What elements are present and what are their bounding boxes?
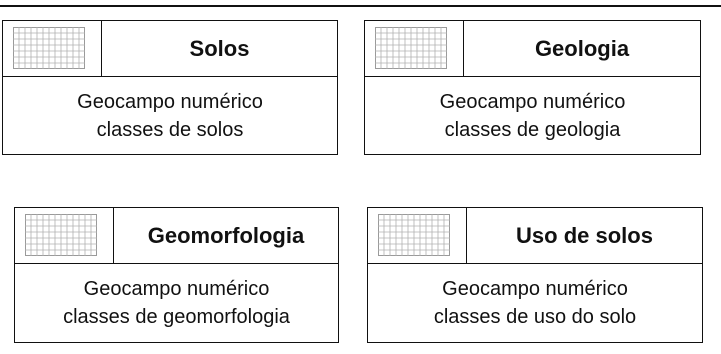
- card-header: Solos: [3, 21, 337, 77]
- card-header: Geomorfologia: [15, 208, 338, 264]
- grid-cell: [15, 208, 114, 263]
- card-description-line2: classes de geologia: [444, 118, 621, 141]
- card-header: Geologia: [365, 21, 700, 77]
- grid-cell: [365, 21, 464, 76]
- grid-icon: [25, 214, 97, 256]
- card-description-line2: classes de geomorfologia: [63, 306, 290, 328]
- grid-icon: [13, 27, 85, 69]
- card-description: Geocampo numérico classes de geologia: [365, 77, 700, 154]
- grid-cell: [3, 21, 102, 76]
- card-uso-de-solos: Uso de solos Geocampo numérico classes d…: [367, 207, 703, 343]
- card-description: Geocampo numérico classes de uso do solo: [368, 264, 702, 342]
- grid-icon: [378, 214, 450, 256]
- grid-cell: [368, 208, 467, 263]
- top-divider-line: [0, 5, 721, 7]
- card-title: Uso de solos: [516, 222, 653, 248]
- card-description-line1: Geocampo numérico: [83, 278, 270, 300]
- card-geomorfologia: Geomorfologia Geocampo numérico classes …: [14, 207, 339, 343]
- card-title: Geomorfologia: [147, 222, 305, 248]
- card-title: Solos: [189, 35, 250, 61]
- card-description-line2: classes de solos: [96, 118, 244, 141]
- card-header: Uso de solos: [368, 208, 702, 264]
- card-title: Geologia: [534, 35, 630, 61]
- card-description: Geocampo numérico classes de solos: [3, 77, 337, 154]
- card-description: Geocampo numérico classes de geomorfolog…: [15, 264, 338, 342]
- card-solos: Solos Geocampo numérico classes de solos: [2, 20, 338, 155]
- card-geologia: Geologia Geocampo numérico classes de ge…: [364, 20, 701, 155]
- grid-icon: [375, 27, 447, 69]
- card-description-line1: Geocampo numérico: [439, 90, 626, 113]
- card-description-line1: Geocampo numérico: [77, 90, 263, 113]
- card-description-line2: classes de uso do solo: [433, 306, 637, 328]
- card-description-line1: Geocampo numérico: [442, 278, 628, 300]
